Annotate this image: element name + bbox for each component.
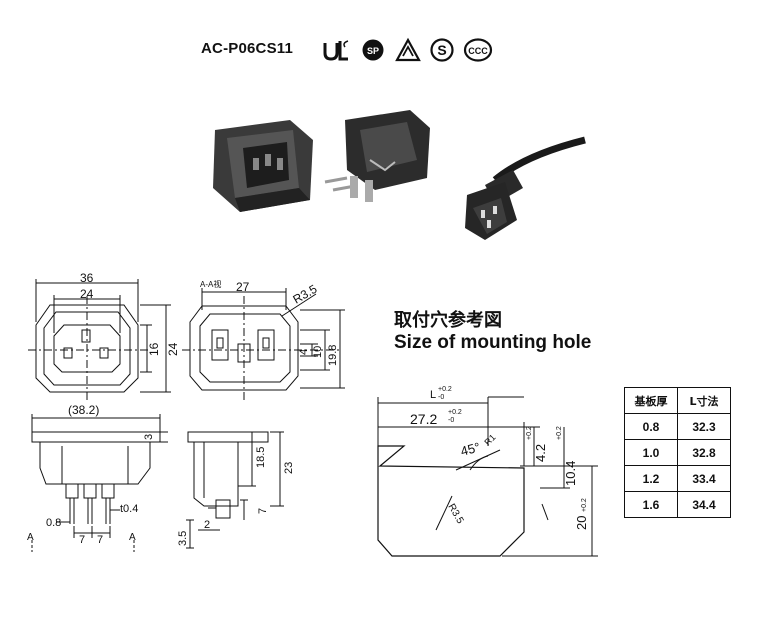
mount-h20: 20: [574, 516, 589, 530]
front-w-outer: 36: [80, 271, 94, 285]
mount-h104-tol: +0.2: [556, 426, 563, 440]
side-d3: 3: [143, 434, 155, 440]
mount-h104: 10.4: [563, 461, 578, 486]
power-cord-photo: [465, 136, 586, 240]
section-w: 27: [236, 280, 250, 294]
front-h-inner: 16: [147, 342, 161, 356]
cell-L-size: 32.8: [677, 439, 731, 466]
rear-h7: 7: [257, 508, 269, 514]
side-t: t0.4: [120, 503, 138, 515]
mounting-title-en: Size of mounting hole: [394, 332, 592, 353]
side-p7b: 7: [97, 534, 103, 546]
panel-thickness-table: 基板厚 L寸法 0.8 32.3 1.0 32.8 1.2 33.4 1.6 3…: [624, 387, 731, 518]
rear-h23: 23: [283, 462, 295, 474]
table-row: 1.6 34.4: [624, 491, 731, 518]
mount-w272: 27.2: [410, 411, 437, 427]
certification-marks: SP S CCC: [323, 37, 493, 62]
ul-recognized-icon: [323, 40, 349, 61]
table-row: 1.0 32.8: [624, 439, 731, 466]
mount-r35: R3.5: [445, 502, 465, 526]
inlet-front-photo: [213, 120, 313, 212]
section-d4: 4: [298, 349, 310, 355]
ccc-icon: CCC: [463, 38, 493, 62]
header-thickness: 基板厚: [624, 387, 678, 414]
s-mark-icon: S: [430, 38, 454, 62]
table-row: 1.2 33.4: [624, 465, 731, 492]
side-section-a2: A: [129, 532, 136, 543]
cell-L-size: 33.4: [677, 465, 731, 492]
section-radius: R3.5: [291, 282, 320, 307]
svg-text:S: S: [437, 42, 446, 58]
cell-thickness: 1.6: [624, 491, 678, 518]
section-d19: 19.8: [327, 345, 339, 366]
mount-r1: R1: [482, 432, 497, 447]
front-view: [28, 279, 171, 400]
rear-d2: 2: [204, 519, 210, 531]
cell-thickness: 0.8: [624, 413, 678, 440]
side-view: [31, 414, 168, 552]
mount-w272-tol-zero: -0: [448, 417, 454, 424]
table-header-row: 基板厚 L寸法: [624, 387, 731, 414]
side-p08: 0.8: [46, 517, 61, 529]
cell-L-size: 34.4: [677, 491, 731, 518]
cell-thickness: 1.2: [624, 465, 678, 492]
header-L-size: L寸法: [677, 387, 731, 414]
front-h-outer: 24: [166, 342, 180, 356]
svg-text:SP: SP: [367, 46, 379, 56]
mount-h20-tol: +0.2: [581, 498, 588, 512]
mount-L-tol-zero: -0: [438, 394, 444, 401]
mount-L-tol: +0.2: [438, 386, 452, 393]
csa-icon: SP: [362, 39, 384, 61]
rear-view: [186, 431, 284, 549]
front-w-inner: 24: [80, 287, 94, 301]
mounting-title-cn: 取付穴参考図: [394, 310, 502, 331]
table-row: 0.8 32.3: [624, 413, 731, 440]
model-title: AC-P06CS11: [201, 40, 294, 57]
svg-text:CCC: CCC: [468, 46, 488, 56]
side-w: (38.2): [68, 403, 99, 417]
product-photos: [213, 110, 586, 240]
side-section-a1: A: [27, 532, 34, 543]
mounting-hole-drawing: [377, 396, 598, 557]
rear-d35: 3.5: [177, 531, 189, 546]
section-label: A-A视: [200, 279, 221, 289]
section-view: [182, 288, 345, 400]
inlet-rear-photo: [324, 110, 430, 202]
cell-thickness: 1.0: [624, 439, 678, 466]
rear-h185: 18.5: [255, 447, 267, 468]
mount-h42: 4.2: [533, 444, 548, 462]
mount-L: L: [430, 389, 436, 401]
mount-angle: 45°: [459, 439, 482, 459]
side-p7a: 7: [79, 534, 85, 546]
mount-h42-tol: +0.2: [526, 426, 533, 440]
section-d10: 10: [312, 346, 324, 358]
cell-L-size: 32.3: [677, 413, 731, 440]
mount-w272-tol: +0.2: [448, 409, 462, 416]
vde-triangle-icon: [395, 37, 421, 62]
